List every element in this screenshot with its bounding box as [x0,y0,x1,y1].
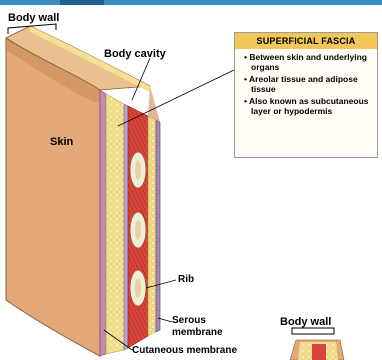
body-wall-label: Body wall [8,12,59,24]
superficial-fascia-title: SUPERFICIAL FASCIA [235,33,377,49]
dermis-layer [100,90,106,356]
superficial-fascia-item-text: Also known as subcutaneous layer or hypo… [249,96,369,116]
superficial-fascia-item-text: Areolar tissue and adipose tissue [249,74,358,94]
bullet-icon: • [244,52,247,62]
serous-membrane-label: Serous membrane [172,315,220,339]
rib-label: Rib [178,274,194,285]
skin-label: Skin [50,136,73,148]
superficial-fascia-item: • Between skin and underlying organs [243,52,373,72]
superficial-fascia-item-text: Between skin and underlying organs [249,52,367,72]
skin-layer [6,38,100,356]
superficial-fascia-fat-layer [106,94,124,354]
secondary-body-wall-illustration [290,328,344,360]
superficial-fascia-item: • Also known as subcutaneous layer or hy… [243,96,373,116]
bullet-icon: • [244,74,247,84]
inner-fat-layer [148,116,156,336]
superficial-fascia-item: • Areolar tissue and adipose tissue [243,74,373,94]
secondary-body-wall-label: Body wall [280,316,331,328]
cutaneous-membrane-label: Cutaneous membrane [132,345,237,356]
bullet-icon: • [244,96,247,106]
deep-fascia-band [124,104,128,350]
superficial-fascia-info-box: SUPERFICIAL FASCIA • Between skin and un… [234,32,378,158]
serous-membrane-label-text: Serous membrane [172,315,220,339]
serous-membrane-layer [156,120,160,332]
body-cavity-label: Body cavity [104,48,166,60]
superficial-fascia-list: • Between skin and underlying organs • A… [235,49,377,116]
rib-cross-sections [130,152,146,306]
